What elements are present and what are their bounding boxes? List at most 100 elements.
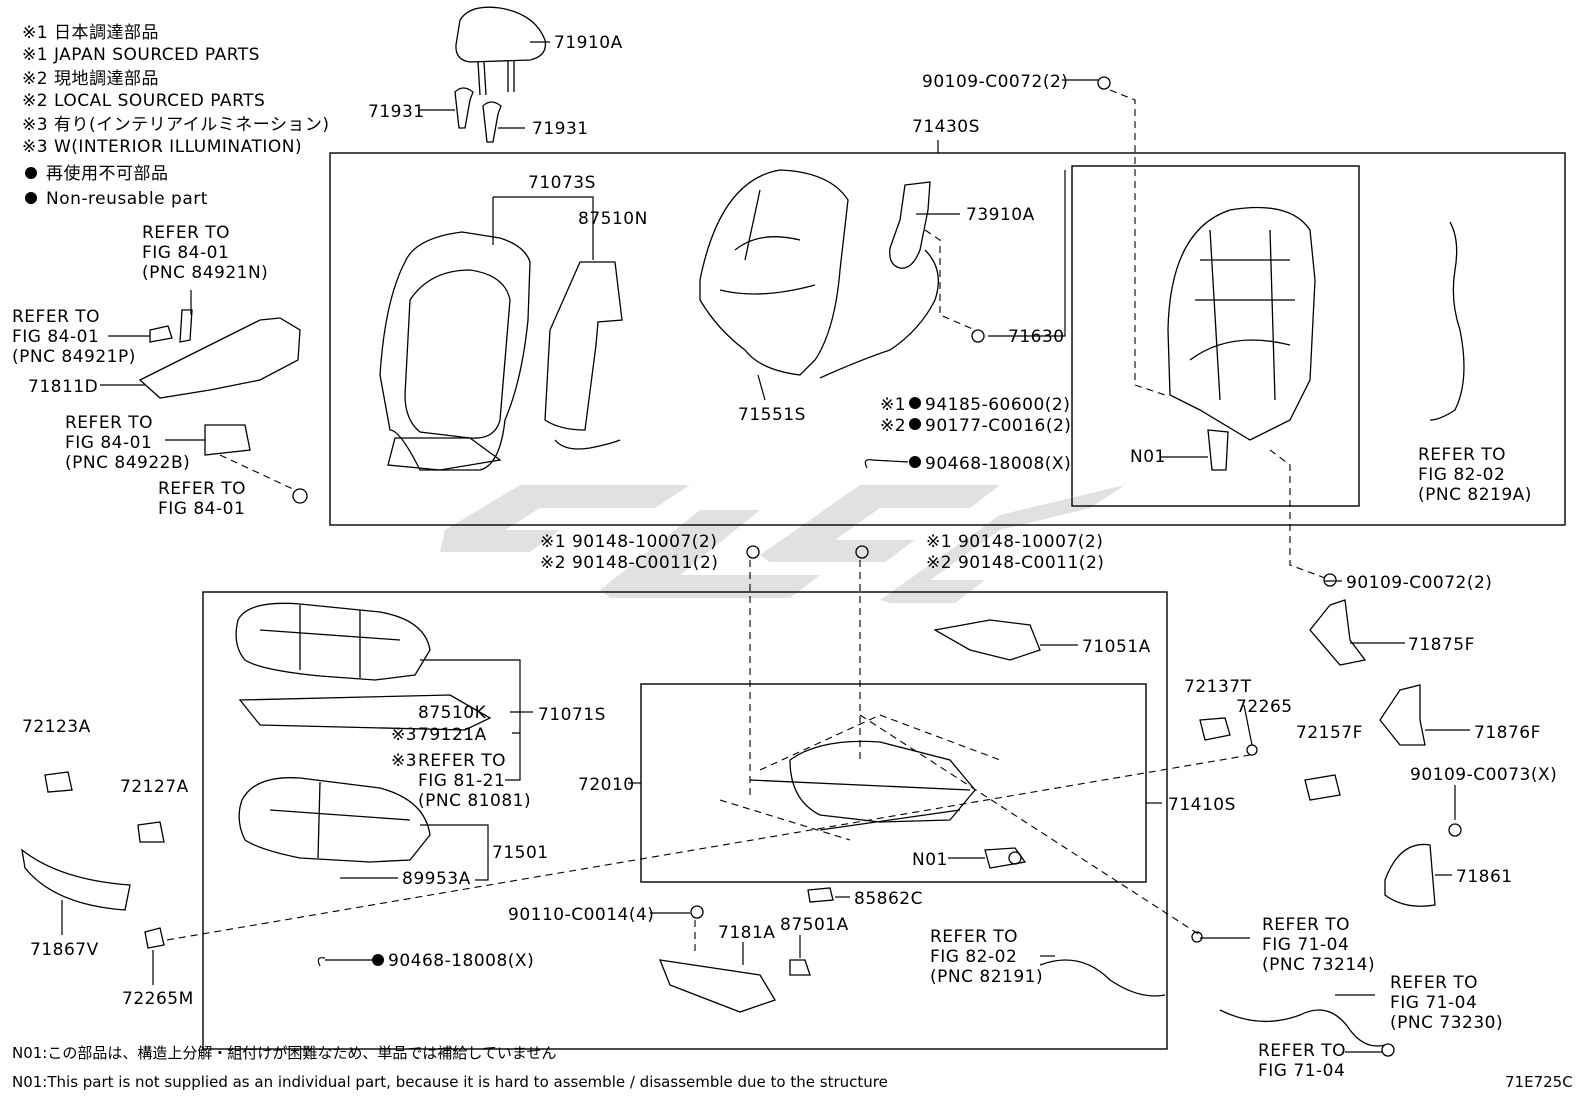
- label-79121a: 79121A: [418, 725, 487, 745]
- seat-adjuster: [749, 740, 1027, 869]
- label-n01-top: N01: [1130, 447, 1166, 467]
- label-90109-c0072-top: 90109-C0072(2): [922, 72, 1068, 92]
- clip-wire: [864, 459, 909, 469]
- legend-line-2: ※1 JAPAN SOURCED PARTS: [22, 45, 260, 65]
- mark-3-a: ※3: [391, 725, 417, 745]
- label-90110: 90110-C0014(4): [508, 905, 654, 925]
- label-89953a: 89953A: [402, 869, 471, 889]
- seat-cushion-pad: [238, 777, 431, 863]
- label-n01-bot: N01: [912, 850, 948, 870]
- label-71867v: 71867V: [30, 940, 99, 960]
- label-72010: 72010: [578, 775, 635, 795]
- label-71811d: 71811D: [28, 377, 98, 397]
- ref6-line1: REFER TO: [418, 751, 506, 771]
- ref7-line2: FIG 82-02: [930, 947, 1017, 967]
- ref8-line3: (PNC 73214): [1262, 955, 1375, 975]
- seatback-cover: [379, 231, 623, 471]
- label-72137t: 72137T: [1184, 677, 1252, 697]
- label-71910a: 71910A: [554, 33, 623, 53]
- ref1-line1: REFER TO: [142, 223, 230, 243]
- screw-note-2b: ※2 90148-C0011(2): [926, 553, 1104, 573]
- label-90177: 90177-C0016(2): [925, 416, 1071, 436]
- ref2-line2: FIG 84-01: [12, 327, 99, 347]
- ref1-line2: FIG 84-01: [142, 243, 229, 263]
- legend-line-1: ※1 日本調達部品: [22, 23, 159, 43]
- side-trim: [21, 848, 131, 911]
- legend-line-4: ※2 LOCAL SOURCED PARTS: [22, 91, 265, 111]
- label-71410s: 71410S: [1168, 795, 1236, 815]
- seat-adjuster-box: [640, 683, 1147, 883]
- ref9-line1: REFER TO: [1390, 973, 1478, 993]
- figure-code: 71E725C: [1505, 1073, 1573, 1091]
- ref10-line2: FIG 71-04: [1258, 1061, 1345, 1081]
- mark-1-a: ※1: [880, 395, 906, 415]
- label-72265m: 72265M: [122, 989, 194, 1009]
- label-73910a: 73910A: [966, 205, 1035, 225]
- ref7-line1: REFER TO: [930, 927, 1018, 947]
- mark-3-b: ※3: [391, 751, 417, 771]
- screw-note-1b: ※1 90148-10007(2): [926, 532, 1103, 552]
- pad-87501a: [789, 959, 811, 976]
- ref6-line2: FIG 81-21: [418, 771, 505, 791]
- leader-lines: [61, 41, 1470, 1053]
- bolt-icons: [690, 76, 1462, 1057]
- watermark: [440, 485, 1125, 603]
- ref3-line1: REFER TO: [65, 413, 153, 433]
- seatback-frame: [1167, 206, 1465, 471]
- clip-72265m: [144, 927, 165, 949]
- seatback-assembly-box: [329, 152, 1566, 526]
- label-71630: 71630: [1008, 327, 1065, 347]
- legend-line-8: Non-reusable part: [46, 189, 208, 209]
- ref6-line3: (PNC 81081): [418, 791, 531, 811]
- footnote-n01-jp: N01:この部品は、構造上分解・組付けが困難なため、単品では補給していません: [12, 1044, 556, 1062]
- cover-71875f: [1309, 599, 1367, 666]
- clip-wire-bot: [317, 957, 326, 967]
- label-71931-a: 71931: [368, 102, 425, 122]
- ref8-line2: FIG 71-04: [1262, 935, 1349, 955]
- label-71501: 71501: [492, 843, 549, 863]
- label-90109-c0073: 90109-C0073(X): [1410, 765, 1557, 785]
- label-72123a: 72123A: [22, 717, 91, 737]
- side-shield: [138, 309, 308, 504]
- label-71051a: 71051A: [1082, 637, 1151, 657]
- ref4-line1: REFER TO: [158, 479, 246, 499]
- non-reusable-markers: [25, 167, 921, 966]
- cover-85862c: [807, 887, 834, 903]
- clip-72123a: [44, 771, 73, 793]
- assembly-dashes: [166, 89, 1326, 955]
- screw-note-1a: ※1 90148-10007(2): [540, 532, 717, 552]
- ref2-line1: REFER TO: [12, 307, 100, 327]
- ref2-line3: (PNC 84921P): [12, 347, 136, 367]
- label-85862c: 85862C: [854, 889, 923, 909]
- label-7181a: 7181A: [718, 923, 775, 943]
- ref5-line3: (PNC 8219A): [1418, 485, 1532, 505]
- ref10-line1: REFER TO: [1258, 1041, 1346, 1061]
- seat-cushion-box: [202, 591, 1168, 1050]
- clip-72127a: [137, 821, 165, 843]
- label-71430s: 71430S: [912, 117, 980, 137]
- ref7-line3: (PNC 82191): [930, 967, 1043, 987]
- mark-2-a: ※2: [880, 416, 906, 436]
- ref9-line2: FIG 71-04: [1390, 993, 1477, 1013]
- ref3-line2: FIG 84-01: [65, 433, 152, 453]
- cover-72137t: [1199, 717, 1231, 741]
- seat-cushion-cover: [235, 602, 492, 731]
- label-71875f: 71875F: [1408, 635, 1475, 655]
- headrest: [454, 6, 547, 143]
- floor-harness: [1219, 1009, 1386, 1047]
- label-90109-c0072-mid: 90109-C0072(2): [1346, 573, 1492, 593]
- bracket-71051a: [933, 619, 1041, 661]
- label-87501a: 87501A: [780, 915, 849, 935]
- label-72127a: 72127A: [120, 777, 189, 797]
- seatback-pad: [699, 169, 939, 379]
- cover-72157f: [1304, 774, 1341, 801]
- label-72157f: 72157F: [1296, 723, 1363, 743]
- ref1-line3: (PNC 84921N): [142, 263, 268, 283]
- label-72265: 72265: [1236, 697, 1293, 717]
- cushion-harness: [1039, 959, 1166, 997]
- ref5-line2: FIG 82-02: [1418, 465, 1505, 485]
- ref9-line3: (PNC 73230): [1390, 1013, 1503, 1033]
- rail-7181a: [658, 959, 776, 1013]
- footnote-n01-en: N01:This part is not supplied as an indi…: [12, 1073, 888, 1091]
